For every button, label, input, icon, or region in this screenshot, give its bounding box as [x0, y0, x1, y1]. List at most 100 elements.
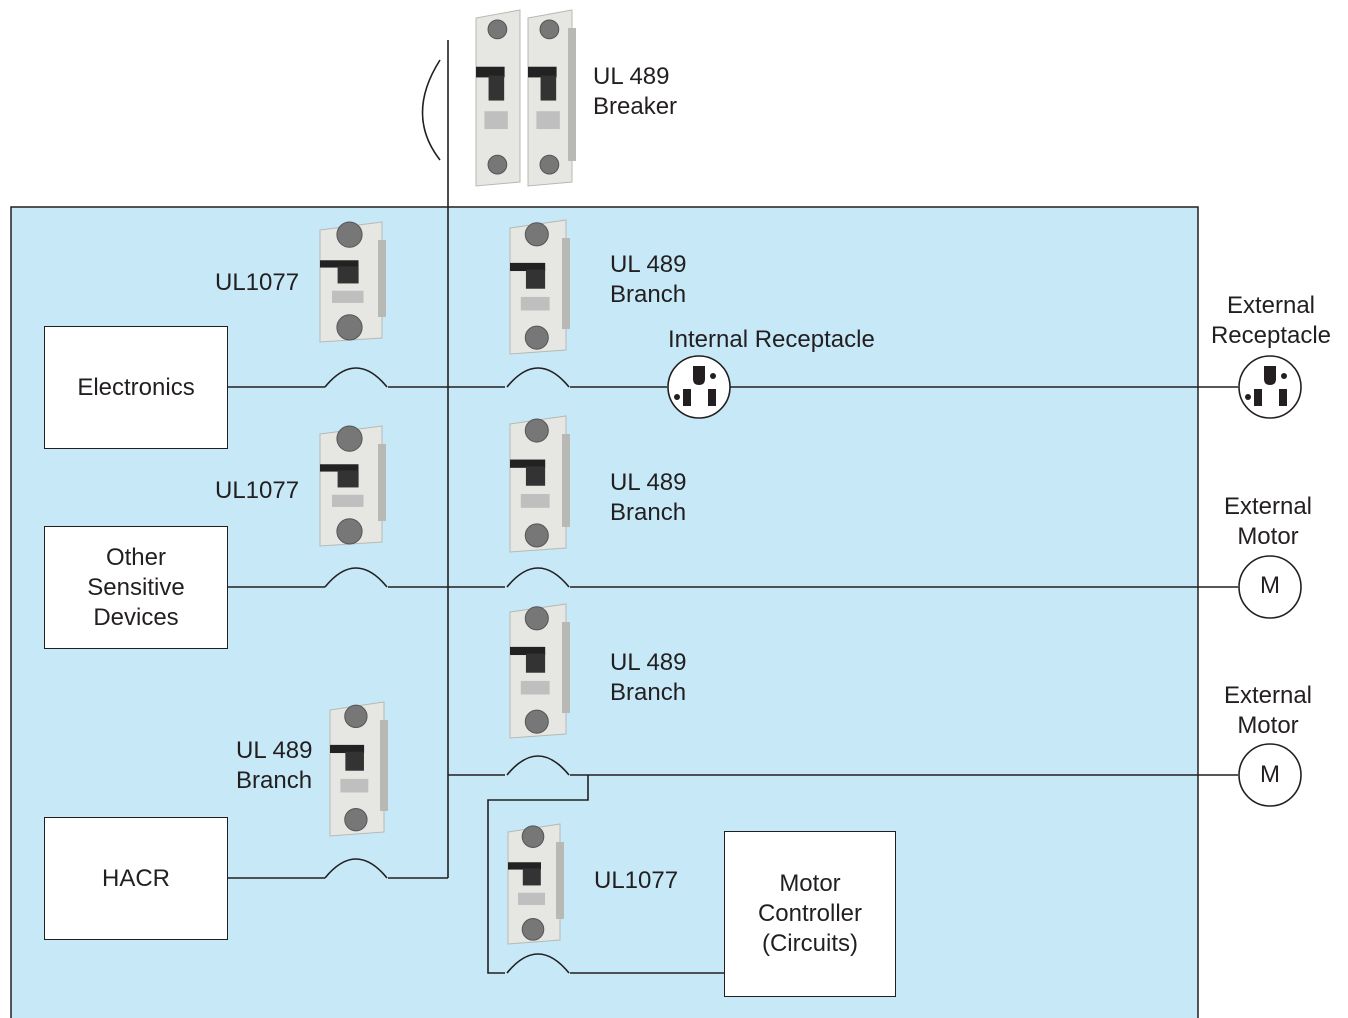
external-receptacle-label: External Receptacle	[1210, 292, 1332, 349]
breaker-terminal	[524, 523, 549, 548]
receptacle-face	[1238, 355, 1302, 419]
ul489-branch-3-icon	[509, 603, 570, 739]
breaker-handle	[337, 266, 359, 284]
breaker-toggle	[320, 260, 359, 268]
breaker-label-plate	[332, 494, 364, 507]
breaker-terminal	[524, 709, 549, 734]
breaker-handle	[540, 75, 557, 101]
receptacle-left-slot	[1254, 389, 1262, 406]
external-motor-2-icon	[1238, 743, 1302, 807]
motor-controller-label: Motor Controller (Circuits)	[757, 870, 863, 957]
motor-1-symbol-label: M	[1260, 572, 1280, 599]
hacr-box: HACR	[44, 817, 228, 940]
main-breaker-label: UL 489 Breaker	[593, 63, 678, 120]
breaker-terminal	[344, 704, 368, 728]
breaker-terminal	[487, 19, 508, 40]
breaker-label-plate	[340, 778, 369, 793]
receptacle-face	[667, 355, 731, 419]
breaker-toggle	[330, 744, 365, 754]
breaker-terminal	[524, 222, 549, 247]
receptacle-left-slot	[683, 389, 691, 406]
motor-controller-tap-wire	[487, 775, 589, 974]
internal-receptacle-label: Internal Receptacle	[668, 326, 875, 353]
breaker-toggle	[528, 66, 557, 78]
receptacle-ground-slot	[693, 366, 705, 385]
ul1077-middle-label: UL1077	[215, 477, 300, 504]
ul1077-top-arc	[324, 367, 388, 388]
breaker-side-rail	[562, 238, 570, 329]
breaker-label-plate	[536, 111, 560, 130]
breaker-toggle	[510, 459, 546, 468]
external-motor-2-label: External Motor	[1223, 682, 1313, 739]
breaker-toggle	[510, 262, 546, 272]
receptacle-ground-slot	[1264, 366, 1276, 385]
breaker-handle	[345, 751, 364, 771]
breaker-toggle	[508, 862, 541, 870]
ul489-branch-3-label: UL 489 Branch	[610, 649, 687, 706]
breaker-handle	[337, 470, 359, 488]
receptacle-dot	[1281, 373, 1287, 379]
breaker-terminal	[336, 425, 363, 452]
breaker-terminal	[487, 154, 508, 175]
breaker-side-rail	[562, 434, 570, 527]
breaker-side-rail	[556, 842, 564, 919]
breaker-terminal	[521, 918, 545, 941]
ul1077-top-label: UL1077	[215, 269, 300, 296]
external-receptacle-icon	[1238, 355, 1302, 419]
breaker-terminal	[344, 808, 368, 832]
external-motor-1-icon	[1238, 555, 1302, 619]
breaker-label-plate	[332, 290, 364, 303]
breaker-toggle	[510, 646, 546, 656]
breaker-handle	[488, 75, 505, 101]
receptacle-right-slot	[708, 389, 716, 406]
breaker-label-plate	[520, 494, 550, 508]
internal-receptacle-icon	[667, 355, 731, 419]
breaker-handle	[525, 653, 546, 673]
ul489-branch-1-arc	[506, 367, 570, 388]
receptacle-dot	[674, 394, 680, 400]
breaker-side-rail	[378, 444, 386, 521]
external-motor-1-label: External Motor	[1223, 493, 1313, 550]
motor-controller-box: Motor Controller (Circuits)	[724, 831, 896, 997]
breaker-side-rail	[568, 28, 576, 161]
breaker-terminal	[524, 418, 549, 443]
ul1077-motor-label: UL1077	[594, 867, 679, 894]
breaker-handle	[522, 868, 541, 886]
hacr-label: HACR	[101, 864, 170, 892]
ul1077-top-icon	[319, 221, 386, 343]
breaker-handle	[525, 466, 546, 486]
ul1077-motor-arc	[506, 953, 570, 974]
breaker-side-rail	[562, 622, 570, 713]
breaker-terminal	[539, 19, 560, 40]
ul489-branch-1-label: UL 489 Branch	[610, 251, 687, 308]
breaker-terminal	[336, 518, 363, 545]
ul489-branch-1-icon	[509, 219, 570, 355]
ul489-branch-2-arc	[506, 567, 570, 588]
breaker-side-rail	[380, 720, 388, 811]
breaker-side-rail	[378, 240, 386, 317]
breaker-terminal	[336, 221, 363, 248]
breaker-toggle	[476, 66, 505, 78]
ul489-branch-hacr-arc	[324, 858, 388, 879]
breaker-terminal	[524, 606, 549, 631]
breaker-terminal	[336, 314, 363, 341]
ul1077-middle-arc	[324, 567, 388, 588]
other-sensitive-devices-box: Other Sensitive Devices	[44, 526, 228, 649]
ul489-branch-3-arc	[506, 755, 570, 776]
electronics-label: Electronics	[77, 373, 195, 401]
ul1077-motor-icon	[507, 823, 564, 945]
ul489-branch-2-label: UL 489 Branch	[610, 469, 687, 526]
breaker-toggle	[320, 464, 359, 472]
receptacle-dot	[1245, 394, 1251, 400]
breaker-terminal	[539, 154, 560, 175]
motor-2-symbol-label: M	[1260, 761, 1280, 788]
breaker-label-plate	[520, 296, 550, 311]
ul489-branch-2-icon	[509, 415, 570, 553]
receptacle-dot	[710, 373, 716, 379]
main-breaker-icon	[475, 9, 576, 187]
ul1077-middle-icon	[319, 425, 386, 547]
other-sensitive-devices-label: Other Sensitive Devices	[87, 543, 185, 631]
receptacle-right-slot	[1279, 389, 1287, 406]
breaker-terminal	[521, 825, 545, 848]
breaker-handle	[525, 269, 546, 289]
